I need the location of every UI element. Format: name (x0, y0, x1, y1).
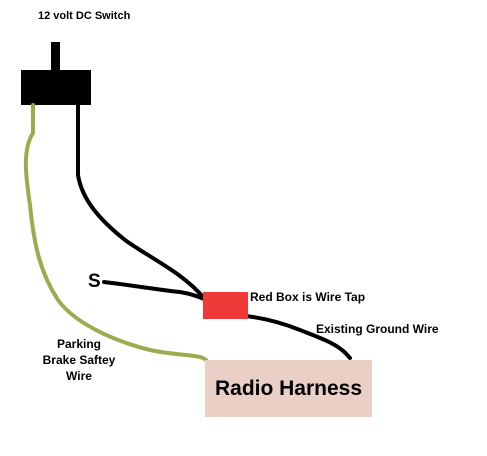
switch-body (21, 70, 91, 105)
parking-label-line-3: Wire (66, 369, 92, 384)
wire-tap-label: Red Box is Wire Tap (250, 290, 366, 304)
radio-harness-label: Radio Harness (214, 376, 363, 400)
parking-brake-wire (23, 103, 208, 362)
ground-wire (244, 314, 352, 360)
parking-label-line-2: Brake Saftey (42, 353, 116, 368)
s-terminal-label: S (88, 271, 101, 292)
ground-wire-label: Existing Ground Wire (316, 322, 439, 336)
parking-label-line-1: Parking (56, 337, 101, 351)
radio-harness-box: Radio Harness (205, 360, 372, 417)
parking-brake-label: Parking Brake Saftey Wire (34, 336, 124, 385)
switch-label: 12 volt DC Switch (38, 10, 131, 22)
switch-to-tap-wire (76, 103, 206, 300)
s-terminal-wire (102, 280, 208, 302)
wire-tap-box (203, 292, 248, 319)
switch-toggle (51, 42, 60, 74)
